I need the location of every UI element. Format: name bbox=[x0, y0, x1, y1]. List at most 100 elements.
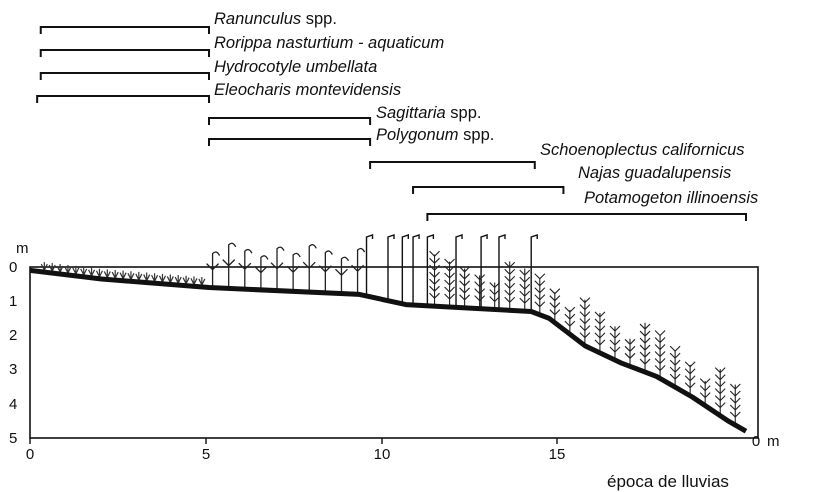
submerged-plant bbox=[729, 383, 741, 424]
season-caption: época de lluvias bbox=[607, 472, 729, 491]
shore-herb bbox=[103, 269, 111, 278]
species-labels: Ranunculus spp. Rorippa nasturtium - aqu… bbox=[214, 10, 758, 207]
shore-herb bbox=[143, 272, 151, 281]
bulrush-stem bbox=[365, 234, 374, 294]
lake-bottom-profile bbox=[29, 267, 748, 434]
species-range-bracket bbox=[208, 138, 372, 146]
species-label: Schoenoplectus californicus bbox=[540, 141, 745, 159]
species-label: Eleocharis montevidensis bbox=[214, 81, 401, 99]
species-range-bracket bbox=[426, 213, 747, 221]
plot-frame bbox=[29, 266, 759, 439]
emergent-plant bbox=[286, 252, 301, 290]
shore-herb bbox=[56, 264, 64, 273]
submerged-plant bbox=[609, 325, 621, 359]
submerged-plant bbox=[444, 258, 455, 306]
shore-herb bbox=[127, 271, 135, 280]
shore-herb bbox=[174, 275, 182, 284]
species-label: Najas guadalupensis bbox=[578, 164, 731, 182]
y-tick-label: 4 bbox=[9, 396, 17, 413]
emergent-plant bbox=[254, 255, 269, 288]
bulrush-stem bbox=[401, 234, 410, 302]
shore-herb bbox=[151, 273, 159, 282]
y-axis: m 0 1 2 3 4 5 bbox=[9, 240, 29, 447]
x-tick-label: 5 bbox=[202, 446, 210, 463]
submerged-plant bbox=[624, 338, 636, 365]
x-tick-label: 10 bbox=[374, 446, 391, 463]
bulrush-stem bbox=[498, 234, 506, 308]
submerged-plant bbox=[669, 345, 681, 386]
vegetation-layer bbox=[40, 234, 741, 424]
species-label: Sagittaria spp. bbox=[376, 104, 482, 122]
x-tick-label: 15 bbox=[549, 446, 566, 463]
submerged-plant bbox=[654, 330, 666, 377]
submerged-plant bbox=[549, 288, 561, 321]
submerged-plant bbox=[534, 273, 546, 313]
emergent-plant bbox=[270, 246, 285, 289]
submerged-plant bbox=[459, 266, 471, 306]
submerged-plant bbox=[564, 306, 576, 333]
shore-herb bbox=[158, 273, 166, 283]
shore-herb bbox=[190, 276, 198, 285]
shore-herb bbox=[182, 275, 190, 284]
y-tick-label: 3 bbox=[9, 361, 17, 378]
y-tick-label: 5 bbox=[9, 430, 17, 447]
shore-herb bbox=[95, 268, 103, 277]
submerged-plant bbox=[684, 361, 696, 394]
submerged-plant bbox=[504, 261, 516, 309]
species-label: Hydrocotyle umbellata bbox=[214, 58, 377, 76]
x-axis-unit: m bbox=[767, 433, 780, 450]
submerged-plant bbox=[489, 282, 501, 308]
shore-herb bbox=[64, 264, 72, 274]
x-axis: 0 5 10 15 0 m bbox=[26, 433, 780, 463]
shore-herb bbox=[198, 276, 206, 286]
emergent-plant bbox=[335, 256, 350, 292]
species-label: Potamogeton illinoensis bbox=[584, 189, 758, 207]
species-range-bracket bbox=[39, 72, 210, 80]
species-range-bracket bbox=[39, 26, 210, 34]
species-range-bracket bbox=[39, 49, 210, 57]
emergent-plant bbox=[206, 251, 221, 286]
shore-herb bbox=[88, 267, 96, 277]
shore-herb bbox=[135, 271, 143, 281]
x-tick-label: 0 bbox=[26, 446, 34, 463]
emergent-plant bbox=[222, 242, 237, 287]
plot-border bbox=[29, 266, 759, 439]
bulrush-stem bbox=[480, 234, 488, 307]
species-label: Ranunculus spp. bbox=[214, 10, 337, 28]
shore-herb bbox=[119, 270, 127, 279]
y-tick-label: 0 bbox=[9, 259, 17, 276]
bulrush-stem bbox=[426, 234, 435, 304]
species-label: Polygonum spp. bbox=[376, 126, 494, 144]
shore-herb bbox=[40, 262, 48, 271]
bulrush-stem bbox=[387, 234, 395, 299]
submerged-plant bbox=[699, 378, 711, 404]
submerged-plant bbox=[639, 322, 651, 371]
bottom-profile-line bbox=[29, 267, 748, 434]
bulrush-stem bbox=[530, 234, 538, 310]
emergent-plant bbox=[238, 248, 253, 288]
y-tick-label: 2 bbox=[9, 327, 17, 344]
shore-herb bbox=[48, 263, 56, 272]
submerged-plant bbox=[579, 297, 591, 344]
species-range-bracket bbox=[208, 117, 372, 125]
submerged-plant bbox=[519, 268, 531, 310]
bulrush-stem bbox=[455, 234, 463, 306]
emergent-plant bbox=[318, 250, 333, 291]
shore-herb bbox=[166, 274, 174, 283]
shore-herb bbox=[111, 270, 119, 279]
species-label: Rorippa nasturtium - aquaticum bbox=[214, 34, 444, 52]
submerged-plant bbox=[594, 311, 606, 351]
emergent-plant bbox=[302, 244, 317, 291]
x-tick-label-end: 0 bbox=[752, 433, 760, 450]
bulrush-stem bbox=[412, 234, 420, 304]
y-axis-unit: m bbox=[16, 240, 29, 257]
species-range-brackets bbox=[36, 26, 747, 221]
submerged-plant bbox=[429, 250, 440, 305]
species-range-bracket bbox=[412, 186, 565, 194]
emergent-plant bbox=[351, 247, 366, 293]
submerged-plant bbox=[474, 274, 486, 307]
submerged-plant bbox=[714, 367, 726, 414]
shore-herb bbox=[80, 266, 88, 276]
y-tick-label: 1 bbox=[9, 293, 17, 310]
